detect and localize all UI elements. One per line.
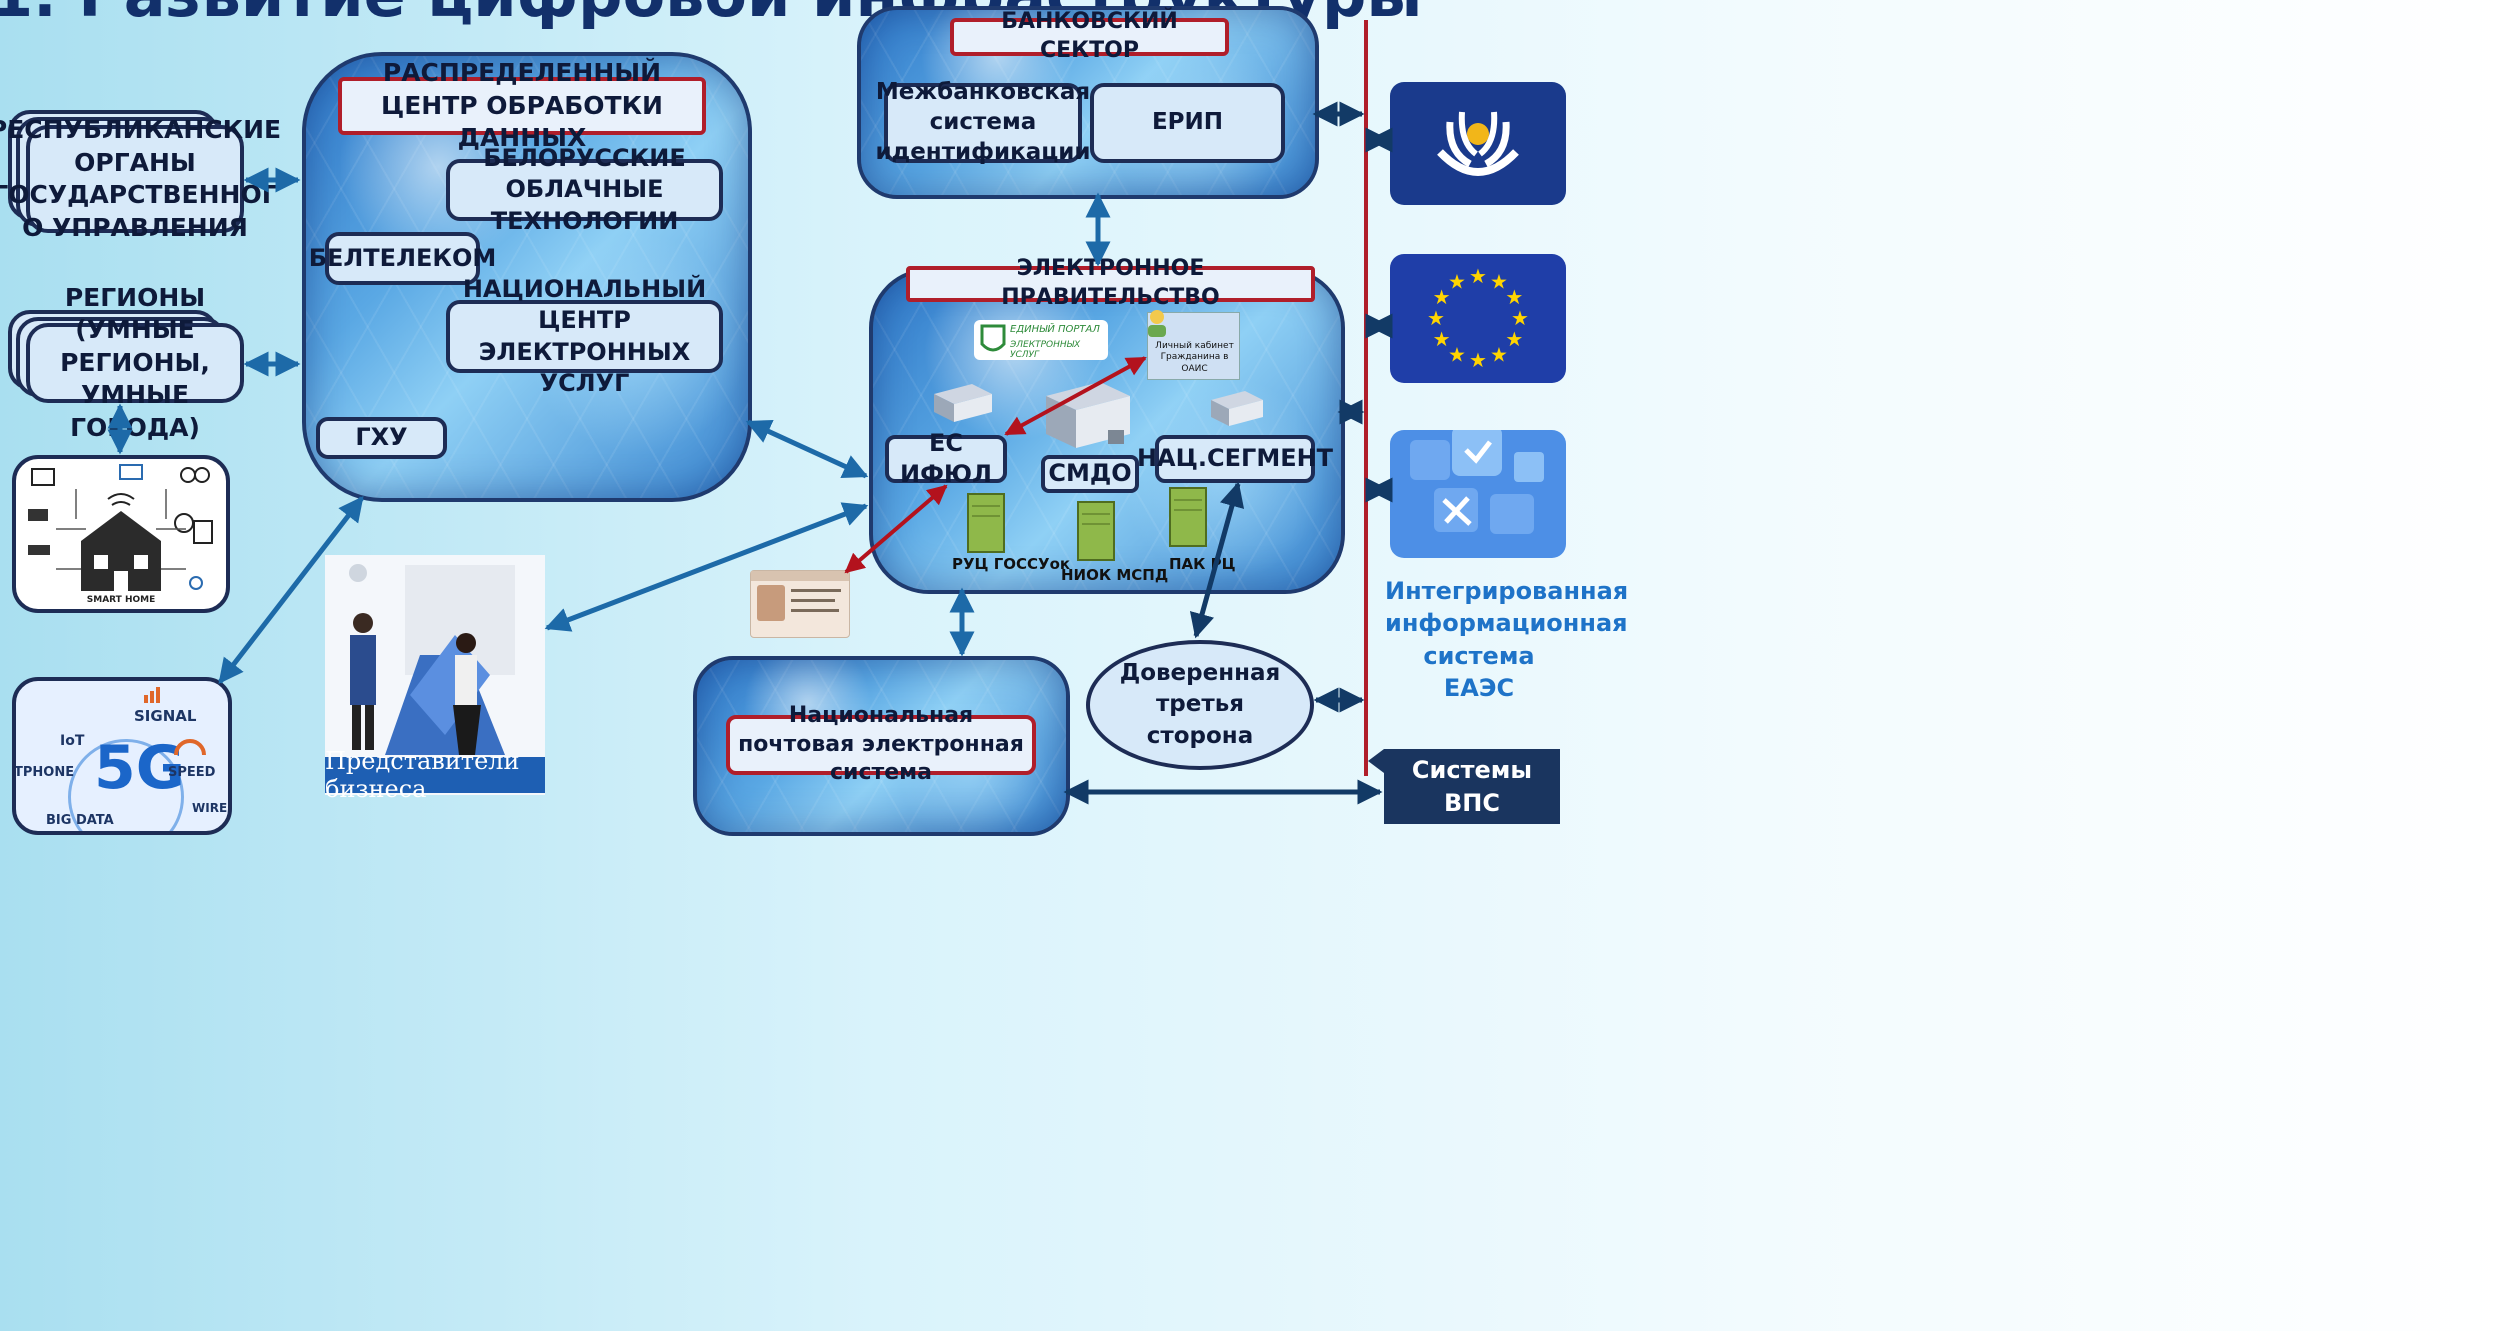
eu-star-icon: ★: [1505, 285, 1523, 309]
arrow-business-egov: [544, 502, 869, 632]
ruc-label: РУЦ ГОССУок: [952, 555, 1071, 573]
smart-home-label: SMART HOME: [86, 595, 156, 605]
trusted-third-party[interactable]: Доверенная третья сторона: [1086, 640, 1314, 770]
eaeu-system-image: [1390, 426, 1566, 558]
green-server-icon-2: [1077, 501, 1115, 561]
server-icon-1: [934, 384, 992, 422]
signal-bars-icon: [144, 687, 206, 756]
5g-bigdata-label: BIG DATA: [46, 813, 114, 828]
arrow-esifyul-idcard: [844, 484, 948, 574]
eu-star-icon: ★: [1490, 270, 1508, 294]
arrow-5g-dc: [218, 496, 364, 684]
eu-star-icon: ★: [1433, 327, 1451, 351]
citizen-cabinet-card[interactable]: Личный кабинет Гражданина в ОАИС: [1147, 310, 1240, 380]
citizen-cabinet-label: Личный кабинет Гражданина в ОАИС: [1155, 341, 1234, 374]
portal-line2: ЭЛЕКТРОННЫХ УСЛУГ: [1010, 340, 1081, 360]
5g-phone-label: TPHONE: [14, 765, 75, 780]
smdo-box[interactable]: СМДО: [1041, 455, 1139, 493]
cis-flag: [1390, 82, 1566, 205]
portal-line1: ЕДИНЫЙ ПОРТАЛ: [1010, 324, 1100, 335]
eu-star-icon: ★: [1433, 285, 1451, 309]
post-system-box[interactable]: Национальная почтовая электронная систем…: [726, 703, 1036, 785]
5g-ring: [68, 739, 184, 831]
business-people-icon: [349, 564, 515, 755]
arrow-dc-egov: [745, 419, 869, 479]
arrow-natseg-trusted: [1189, 481, 1245, 639]
eu-star-icon: ★: [1448, 342, 1466, 366]
red-vertical-line: [1364, 20, 1368, 776]
smart-home-image: SMART HOME: [12, 455, 230, 613]
niok-label: НИОК МСПД: [1061, 566, 1169, 584]
5g-label: 5G: [94, 733, 185, 803]
eu-star-icon: ★: [1469, 264, 1487, 288]
eu-star-icon: ★: [1427, 306, 1445, 330]
eu-star-icon: ★: [1448, 270, 1466, 294]
eu-stars-icon: ★★★★★★★★★★★★: [1390, 254, 1566, 383]
5g-wireless-label: WIRELES: [192, 801, 228, 815]
portal-shield-icon: [980, 324, 1006, 352]
cis-emblem-icon: [1437, 111, 1519, 176]
eu-star-icon: ★: [1490, 342, 1508, 366]
beltelecom-box[interactable]: БЕЛТЕЛЕКОМ: [309, 232, 496, 285]
5g-signal-label: SIGNAL: [134, 707, 197, 725]
gov-bodies-box[interactable]: РЕСПУБЛИКАНСКИЕ ОРГАНЫ ГОСУДАРСТВЕННОГ О…: [0, 115, 282, 242]
eu-star-icon: ★: [1469, 348, 1487, 372]
ghu-box[interactable]: ГХУ: [316, 417, 447, 459]
arrow-cabinet-esifyul: [1004, 356, 1147, 436]
5g-iot-label: IoT: [60, 733, 85, 749]
5g-image: 5G SIGNAL IoT TPHONE SPEED BIG DATA WIRE…: [12, 677, 232, 835]
eu-star-icon: ★: [1511, 306, 1529, 330]
eu-star-icon: ★: [1505, 327, 1523, 351]
5g-speed-label: SPEED: [168, 765, 216, 780]
green-server-icon-1: [967, 493, 1005, 553]
regions-box[interactable]: РЕГИОНЫ (УМНЫЕ РЕГИОНЫ, УМНЫЕ ГОРОДА): [26, 283, 244, 442]
eu-flag: ★★★★★★★★★★★★: [1390, 254, 1566, 383]
erip-box[interactable]: ЕРИП: [1090, 83, 1285, 163]
eaeu-tools-icon: [1410, 426, 1544, 534]
smart-home-icon: [28, 464, 213, 591]
nat-segment-box[interactable]: НАЦ.СЕГМЕНТ: [1137, 435, 1333, 483]
interbank-id-box[interactable]: Межбанковская система идентификации: [875, 79, 1091, 165]
server-icon-2: [1211, 391, 1263, 426]
vps-notch: [1368, 749, 1384, 773]
user-icon: [1148, 310, 1166, 337]
vps-box[interactable]: Системы ВПС: [1384, 749, 1560, 824]
portal-logo[interactable]: ЕДИНЫЙ ПОРТАЛ ЭЛЕКТРОННЫХ УСЛУГ: [974, 320, 1108, 360]
